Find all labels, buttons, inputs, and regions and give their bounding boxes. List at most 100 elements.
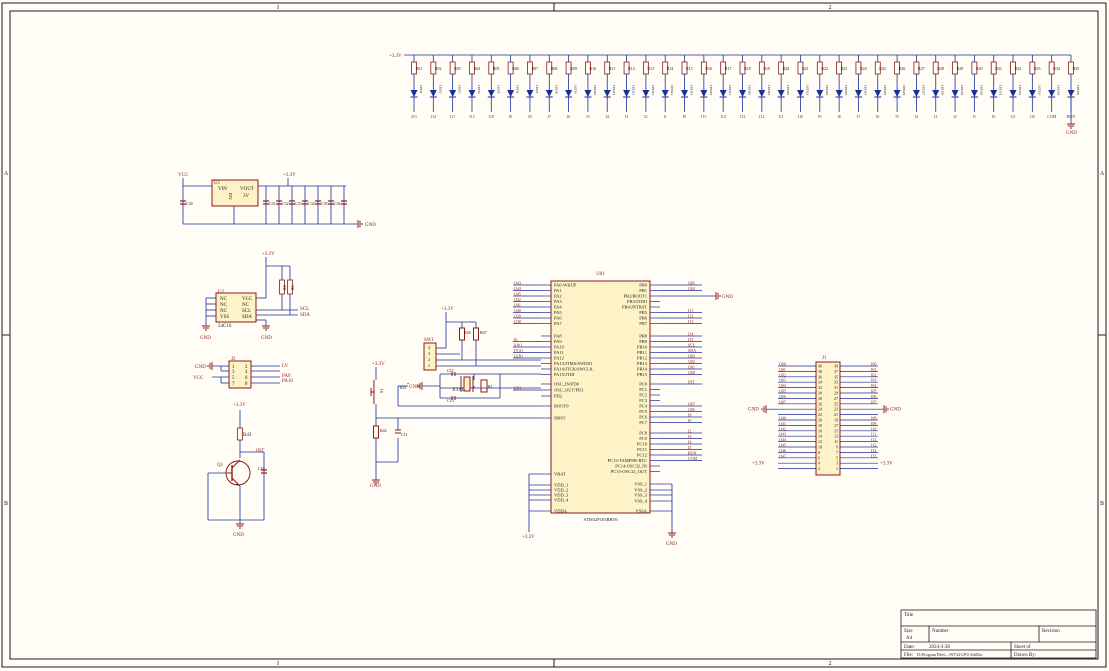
mcu-pin-left: PA10 (554, 345, 565, 350)
j1-pin-right: 23 (834, 407, 838, 412)
eeprom-left-pin-1: NC (220, 297, 228, 302)
led-label: LED7 (535, 85, 539, 94)
j1-net-right: I06 (871, 394, 876, 399)
mcu-pin-left: PA11 (554, 350, 564, 355)
led-diode-icon (1048, 90, 1056, 97)
regulator-out-net: +3.3V (283, 173, 296, 178)
reset-switch: S1 (379, 389, 384, 393)
mcu-pin-left: VBAT (554, 472, 566, 477)
mcu-pin-right: PB6 (639, 316, 648, 321)
led-resistor-label: R30 (976, 66, 983, 71)
mcu-net-left: I2(B) (514, 354, 523, 359)
led-diode-icon (584, 90, 592, 97)
j1-pin-left: 4 (818, 461, 820, 466)
led-diode-icon (854, 90, 862, 97)
eeprom-right-pin-1: VCC (242, 297, 253, 302)
led-label: LED28 (941, 85, 945, 96)
led-diode-icon (468, 90, 476, 97)
j1-net-right: I08 (871, 416, 876, 421)
mcu-pin-right: PB7 (639, 321, 648, 326)
led-label: LED15 (690, 85, 694, 96)
eeprom-gnd-left: GND (200, 336, 211, 341)
mcu-pin-right: PB8 (639, 334, 648, 339)
transistor-block: +3.3V R43 Q1 INT C10 GND (207, 403, 267, 538)
j1-pin-left: 14 (818, 434, 822, 439)
led-resistor-label: R06 (512, 66, 519, 71)
mcu-net-right: I9 (688, 413, 691, 418)
mcu-net-right: SCL (688, 343, 696, 348)
led-diode-icon (1009, 90, 1017, 97)
mcu-pin-right: PC15-OSC32_OUT (611, 469, 648, 474)
led-net-label: I11 (450, 114, 455, 119)
j1-net-right: I12 (871, 437, 876, 442)
led-resistor-label: R03 (454, 66, 461, 71)
j1-pin-left: 40 (818, 364, 822, 369)
led-label: LED12 (632, 85, 636, 96)
j1-net-right: I03 (871, 378, 876, 383)
j1-pin-left: 30 (818, 391, 822, 396)
led-label: LED35 (1076, 85, 1080, 96)
mcu-net-right: RUN (688, 451, 697, 456)
title-label: Title (904, 613, 914, 618)
transistor-int-net: INT (256, 449, 264, 454)
led-label: LED33 (1037, 85, 1041, 96)
eeprom-ref: U2 (218, 290, 225, 295)
led-diode-icon (796, 90, 804, 97)
led-diode-icon (816, 90, 824, 97)
led-diode-icon (932, 90, 940, 97)
title-block: Title Size A4 Number Revision Date: 2024… (900, 609, 1097, 659)
reset-crystal-block: +3.3V S1 R41 R42 C11 GND GND XTAL C12 C1… (370, 307, 541, 489)
eeprom-r5-label: R5 (290, 285, 295, 290)
mcu-net-left: Q45 (514, 292, 521, 297)
led-net-label: I1 (973, 114, 976, 119)
led-net-label: I6 (567, 114, 570, 119)
mcu-pin-right: PB15 (637, 372, 648, 377)
led-label: LED9 (574, 85, 578, 94)
mcu-net-left: I6 (514, 337, 517, 342)
led-label: LED23 (844, 85, 848, 96)
led-diode-icon (777, 90, 785, 97)
mcu-net-right: Q04 (688, 286, 695, 291)
j1-pin-right: 13 (834, 434, 838, 439)
j1-net-right: I15 (871, 453, 876, 458)
led-diode-icon (700, 90, 708, 97)
zone-side-b-right: B (1100, 501, 1104, 507)
j1-pin-right: 3 (836, 461, 838, 466)
mcu-net-right: I12 (688, 314, 693, 319)
j1-pin-right: 25 (834, 401, 838, 406)
led-diode-icon (970, 90, 978, 97)
j1-net-left: Q45 (779, 443, 786, 448)
mcu-body (550, 280, 651, 514)
j1-net-left: Q04 (779, 383, 786, 388)
j1-net-right: I05 (871, 389, 876, 394)
led-resistor-label: R16 (705, 66, 712, 71)
mcu-pin-left: PA5 (554, 310, 562, 315)
j1-ref: J1 (822, 356, 827, 361)
mcu-pin-left: PA14/JTCK/SWCLK (554, 367, 594, 372)
cap-c32: C32 (282, 201, 289, 206)
mcu-net-right: INT (688, 380, 695, 385)
eeprom-res-r5 (287, 279, 293, 295)
j1-gnd-left: GND (748, 408, 759, 413)
mcu-pin-left: PA7 (554, 321, 562, 326)
led-diode-icon (835, 90, 843, 97)
led-net-label: O1 (1011, 114, 1016, 119)
led-resistor-label: R25 (879, 66, 886, 71)
j1-net-right: I13 (871, 443, 876, 448)
j1-pin-right: 11 (834, 439, 838, 444)
led-net-label: I6 (876, 114, 879, 119)
j1-pin-right: 1 (836, 466, 838, 471)
j1-net-right: I09 (871, 421, 876, 426)
mcu-pin-left: VDD_4 (554, 498, 569, 503)
mcu-net-right: Q05 (688, 281, 695, 286)
mcu-net-right: Q00 (688, 370, 695, 375)
eeprom-left-pin-3: NC (220, 309, 228, 314)
